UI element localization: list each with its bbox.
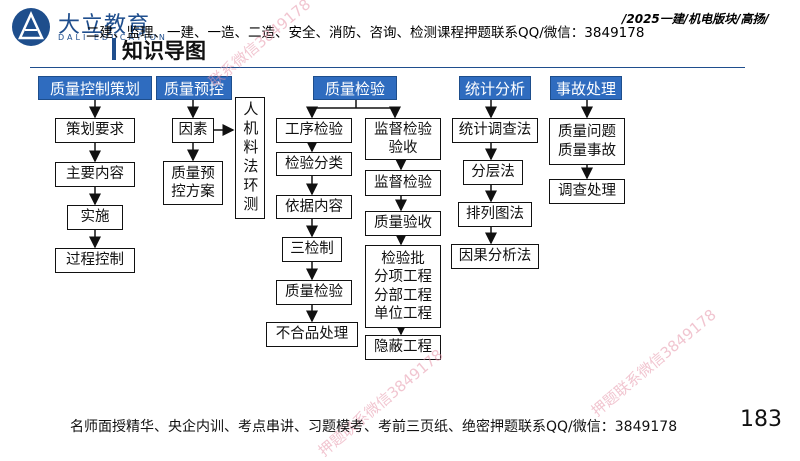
node-nonconforming-handling: 不合品处理 [266, 322, 358, 347]
page-number: 183 [740, 407, 782, 432]
title-accent-bar [112, 38, 116, 60]
node-statistical-survey: 统计调查法 [452, 118, 538, 143]
logo-icon [12, 8, 50, 46]
node-quality-problem-accident: 质量问题 质量事故 [549, 118, 625, 165]
node-concealed-works: 隐蔽工程 [365, 335, 441, 360]
node-main-content: 主要内容 [55, 162, 135, 187]
node-cause-effect: 因果分析法 [451, 244, 539, 269]
page-title: 知识导图 [122, 39, 206, 63]
node-factors: 因素 [172, 118, 214, 143]
node-process-control: 过程控制 [55, 248, 135, 273]
node-basis-content: 依据内容 [276, 195, 352, 219]
node-inspection-classification: 检验分类 [276, 152, 352, 176]
node-precontrol-plan: 质量预 控方案 [163, 161, 223, 205]
node-investigation-handling: 调查处理 [549, 179, 625, 204]
top-banner: 二建、监理、一建、一造、二造、安全、消防、咨询、检测课程押题联系QQ/微信：38… [86, 25, 645, 41]
node-quality-inspection: 质量检验 [276, 280, 352, 305]
node-planning-requirements: 策划要求 [55, 118, 135, 143]
title-divider [30, 67, 745, 68]
header-statistical-analysis: 统计分析 [459, 76, 531, 100]
node-implementation: 实施 [67, 205, 123, 230]
logo-text: 大立教育 [58, 13, 151, 38]
node-acceptance-levels: 检验批 分项工程 分部工程 单位工程 [365, 245, 441, 328]
header-quality-planning: 质量控制策划 [38, 76, 152, 100]
node-supervision-inspection: 监督检验 [365, 170, 441, 196]
logo-subtext: DALI EDUCATION [58, 33, 168, 42]
node-supervision-acceptance: 监督检验 验收 [365, 118, 441, 160]
header-quality-precontrol: 质量预控 [156, 76, 232, 100]
node-six-elements: 人机料法环测 [235, 97, 265, 219]
header-accident-handling: 事故处理 [550, 76, 622, 100]
course-path: /2025一建/机电版块/高扬/ [622, 12, 769, 26]
header-quality-inspection: 质量检验 [313, 76, 397, 100]
node-pareto-chart: 排列图法 [458, 202, 532, 227]
node-quality-acceptance: 质量验收 [365, 211, 441, 236]
node-stratification: 分层法 [463, 160, 523, 185]
node-three-inspection: 三检制 [282, 237, 342, 262]
node-process-inspection: 工序检验 [276, 118, 352, 143]
footer-text: 名师面授精华、央企内训、考点串讲、习题模考、考前三页纸、绝密押题联系QQ/微信：… [70, 419, 678, 435]
